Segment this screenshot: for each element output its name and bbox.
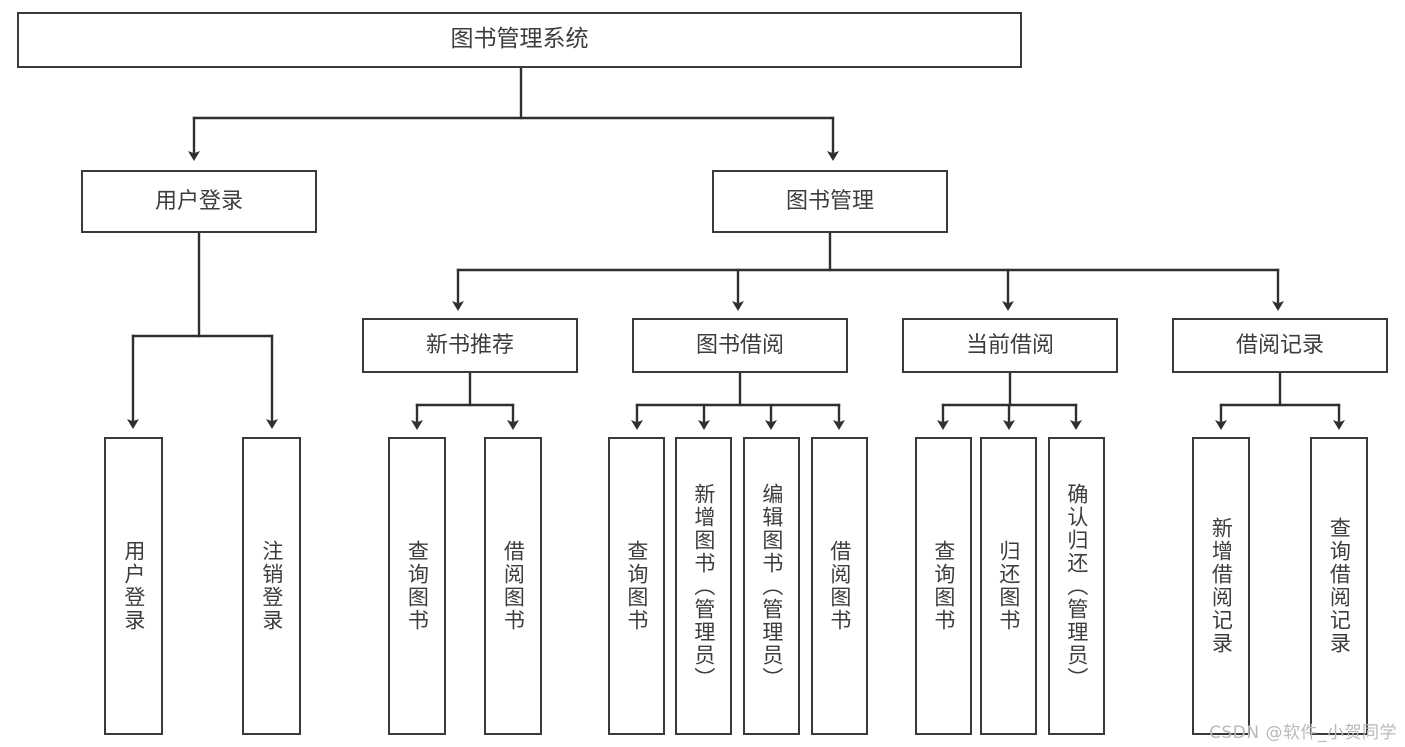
leaf-node[interactable]: 借阅图书 bbox=[484, 437, 542, 735]
leaf-node-label: 注销登录 bbox=[259, 540, 284, 632]
leaf-node-label: 用户登录 bbox=[121, 540, 146, 632]
leaf-node[interactable]: 注销登录 bbox=[242, 437, 301, 735]
node-book-borrow-label: 图书借阅 bbox=[695, 332, 784, 358]
leaf-node[interactable]: 借阅图书 bbox=[811, 437, 868, 735]
leaf-node[interactable]: 查询图书 bbox=[608, 437, 665, 735]
leaf-node[interactable]: 查询图书 bbox=[388, 437, 446, 735]
leaf-node-label: 归还图书 bbox=[996, 540, 1021, 632]
node-current-borrow-label: 当前借阅 bbox=[965, 332, 1054, 358]
leaf-node[interactable]: 确认归还（管理员） bbox=[1048, 437, 1105, 735]
leaf-node-label: 查询借阅记录 bbox=[1327, 517, 1352, 655]
node-borrow-records[interactable]: 借阅记录 bbox=[1172, 318, 1388, 373]
node-book-borrow[interactable]: 图书借阅 bbox=[632, 318, 848, 373]
leaf-node[interactable]: 新增借阅记录 bbox=[1192, 437, 1250, 735]
leaf-node[interactable]: 归还图书 bbox=[980, 437, 1037, 735]
node-book-management[interactable]: 图书管理 bbox=[712, 170, 948, 233]
node-root[interactable]: 图书管理系统 bbox=[17, 12, 1022, 68]
leaf-node[interactable]: 查询图书 bbox=[915, 437, 972, 735]
leaf-node-label: 借阅图书 bbox=[501, 540, 526, 632]
node-new-book-recommend-label: 新书推荐 bbox=[425, 332, 514, 358]
leaf-node-label: 确认归还（管理员） bbox=[1064, 482, 1089, 690]
leaf-node-label: 查询图书 bbox=[624, 540, 649, 632]
leaf-node-label: 编辑图书（管理员） bbox=[759, 482, 784, 690]
leaf-node[interactable]: 用户登录 bbox=[104, 437, 163, 735]
leaf-node-label: 查询图书 bbox=[931, 540, 956, 632]
leaf-node-label: 查询图书 bbox=[405, 540, 430, 632]
node-new-book-recommend[interactable]: 新书推荐 bbox=[362, 318, 578, 373]
leaf-node[interactable]: 新增图书（管理员） bbox=[675, 437, 732, 735]
leaf-node-label: 借阅图书 bbox=[827, 540, 852, 632]
leaf-node-label: 新增图书（管理员） bbox=[691, 482, 716, 690]
leaf-node-label: 新增借阅记录 bbox=[1209, 517, 1234, 655]
node-user-login-label: 用户登录 bbox=[154, 188, 243, 214]
leaf-node[interactable]: 查询借阅记录 bbox=[1310, 437, 1368, 735]
node-current-borrow[interactable]: 当前借阅 bbox=[902, 318, 1118, 373]
node-root-label: 图书管理系统 bbox=[450, 26, 589, 53]
node-user-login[interactable]: 用户登录 bbox=[81, 170, 317, 233]
node-book-management-label: 图书管理 bbox=[785, 188, 874, 214]
leaf-node[interactable]: 编辑图书（管理员） bbox=[743, 437, 800, 735]
node-borrow-records-label: 借阅记录 bbox=[1235, 332, 1324, 358]
